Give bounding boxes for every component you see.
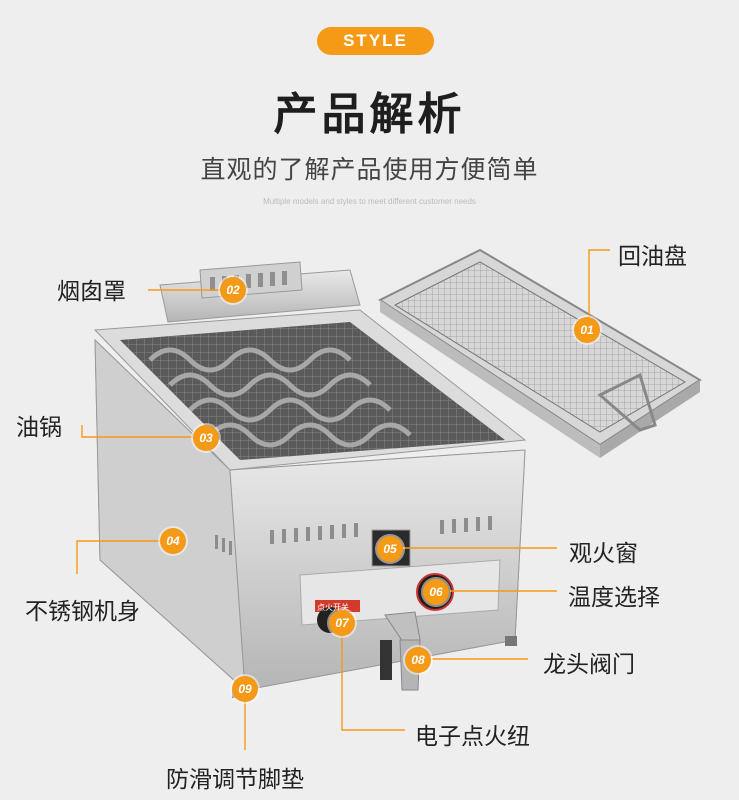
part-label-faucet-valve: 龙头阀门 [543,652,635,678]
badge-08: 08 [405,647,431,673]
badge-05: 05 [377,536,403,562]
part-label-oil-pot: 油锅 [16,415,62,441]
style-tag: STYLE [317,27,434,55]
part-label-oil-tray: 回油盘 [618,244,687,270]
badge-02: 02 [220,277,246,303]
part-label-anti-slip-feet: 防滑调节脚垫 [166,767,304,793]
part-label-temp-select: 温度选择 [568,585,660,611]
badge-06: 06 [423,579,449,605]
page-subtitle: 直观的了解产品使用方便简单 [200,155,539,184]
oil-tray [378,248,702,458]
badge-01: 01 [574,317,600,343]
part-label-steel-body: 不锈钢机身 [25,599,140,625]
leader-lines [76,249,610,750]
panel-label: 点火开关 [317,602,349,612]
part-label-ignition-button: 电子点火纽 [415,724,530,750]
badge-03: 03 [193,425,219,451]
badge-07: 07 [329,610,355,636]
english-note: Multiple models and styles to meet diffe… [263,197,476,206]
part-label-chimney: 烟囱罩 [57,279,126,305]
badge-09: 09 [232,676,258,702]
part-label-fire-window: 观火窗 [569,541,638,567]
badge-04: 04 [160,528,186,554]
page-title: 产品解析 [273,89,466,140]
fryer-body [93,261,527,698]
